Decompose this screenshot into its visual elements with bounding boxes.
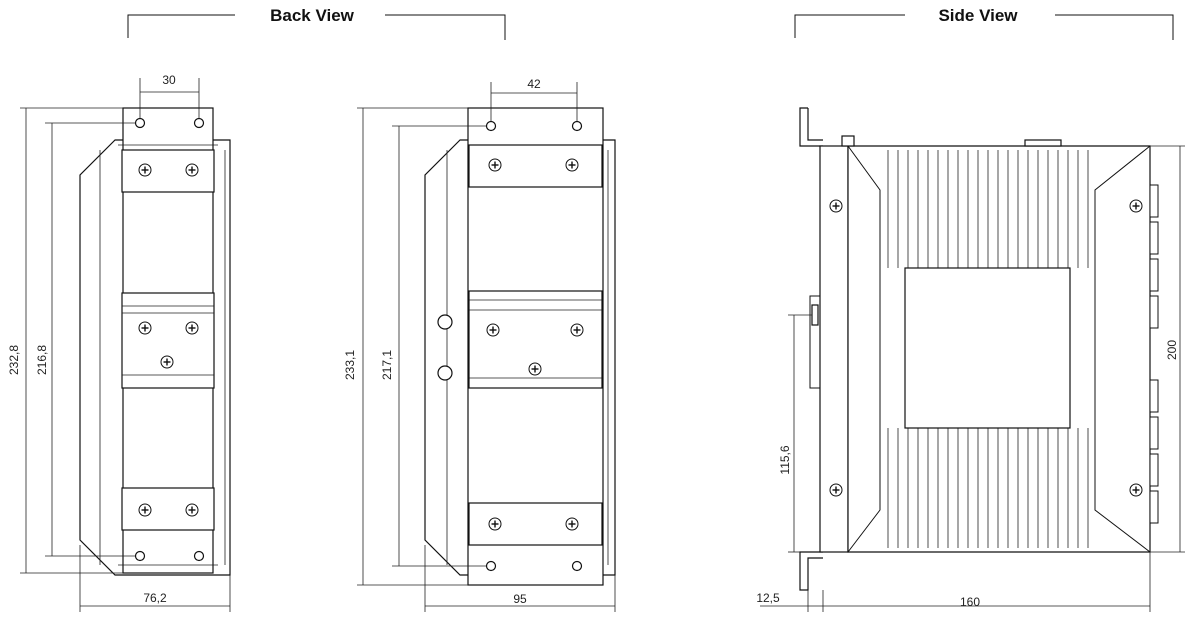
dim-side-depth: 160 xyxy=(960,595,980,609)
label-area xyxy=(904,267,1071,429)
screw-icon xyxy=(488,158,502,172)
back-view-header: Back View xyxy=(127,6,506,40)
top-bracket xyxy=(799,107,823,147)
bottom-plate xyxy=(121,487,215,531)
mounting-hole-icon xyxy=(571,560,583,572)
mounting-hole-icon xyxy=(134,550,146,562)
screw-icon xyxy=(160,355,174,369)
screw-icon xyxy=(528,362,542,376)
mounting-hole-icon xyxy=(485,560,497,572)
dim-hole-height-a: 216,8 xyxy=(35,345,49,375)
dim-bracket-depth: 12,5 xyxy=(756,591,780,605)
dim-hole-spacing-a: 30 xyxy=(162,73,176,87)
back-view-title: Back View xyxy=(270,6,355,25)
cooling-fins xyxy=(887,150,1089,548)
screw-icon xyxy=(829,483,843,497)
mounting-hole-icon xyxy=(134,117,146,129)
din-clip-side xyxy=(809,295,820,389)
dim-overall-height-a: 232,8 xyxy=(7,345,21,375)
screw-icon xyxy=(1129,199,1143,213)
dim-overall-height-b: 233,1 xyxy=(343,350,357,380)
screw-icon xyxy=(185,321,199,335)
mounting-hole-icon xyxy=(193,117,205,129)
screw-icon xyxy=(185,163,199,177)
dim-hole-height-b: 217,1 xyxy=(380,350,394,380)
screw-icon xyxy=(1129,483,1143,497)
screw-icon xyxy=(138,321,152,335)
din-rail-clip xyxy=(121,292,215,389)
side-view-header: Side View xyxy=(794,6,1174,40)
dim-width-b: 95 xyxy=(513,592,527,606)
screw-icon xyxy=(565,158,579,172)
screw-icon xyxy=(486,323,500,337)
screw-icon xyxy=(570,323,584,337)
port-connector xyxy=(1149,379,1159,413)
rear-plate xyxy=(819,145,849,553)
side-view-title: Side View xyxy=(938,6,1018,25)
back-view-b: 42 233,1 217,1 95 xyxy=(343,77,616,612)
port-connector xyxy=(1149,184,1159,218)
dim-side-height: 200 xyxy=(1165,340,1179,360)
port-connector xyxy=(1149,221,1159,255)
port-connector xyxy=(1149,490,1159,524)
port-connector xyxy=(1149,295,1159,329)
screw-icon xyxy=(138,163,152,177)
mounting-hole-icon xyxy=(571,120,583,132)
screw-icon xyxy=(488,517,502,531)
port-connector xyxy=(1149,453,1159,487)
dim-width-a: 76,2 xyxy=(143,591,167,605)
port-connector xyxy=(1149,416,1159,450)
top-plate xyxy=(121,149,215,193)
port-connectors xyxy=(1149,184,1159,524)
bottom-bracket xyxy=(799,551,823,591)
screw-icon xyxy=(829,199,843,213)
side-notch xyxy=(437,314,453,330)
screw-icon xyxy=(185,503,199,517)
dim-rail-height: 115,6 xyxy=(778,445,792,474)
back-view-a: 30 232,8 216,8 76,2 xyxy=(7,73,231,612)
screw-icon xyxy=(565,517,579,531)
port-connector xyxy=(1149,258,1159,292)
dim-hole-spacing-b: 42 xyxy=(527,77,541,91)
mounting-hole-icon xyxy=(485,120,497,132)
side-notch xyxy=(437,365,453,381)
mounting-hole-icon xyxy=(193,550,205,562)
side-view: 200 115,6 12,5 160 xyxy=(756,107,1185,612)
screw-icon xyxy=(138,503,152,517)
